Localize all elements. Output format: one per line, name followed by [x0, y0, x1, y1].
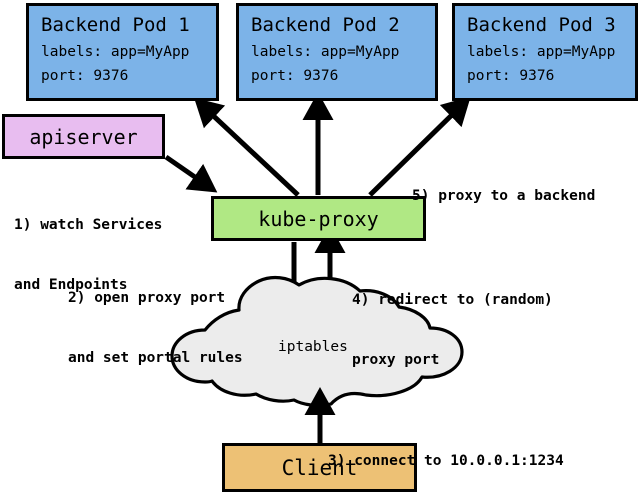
- backend-pod-3-port: port: 9376: [467, 68, 555, 84]
- kube-proxy-box: kube-proxy: [211, 196, 426, 241]
- backend-pod-3-title: Backend Pod 3: [467, 14, 616, 36]
- backend-pod-1-labels: labels: app=MyApp: [41, 44, 190, 60]
- step-1-line-1: 1) watch Services: [14, 217, 163, 233]
- step-4-line-2: proxy port: [352, 352, 440, 368]
- step-3-line-1: 3) connect to 10.0.0.1:1234: [328, 453, 564, 469]
- step-5-label: 5) proxy to a backend: [412, 146, 595, 246]
- backend-pod-3-labels: labels: app=MyApp: [467, 44, 616, 60]
- backend-pod-3-box: Backend Pod 3 labels: app=MyApp port: 93…: [452, 3, 638, 101]
- step-3-label: 3) connect to 10.0.0.1:1234: [328, 411, 564, 494]
- kube-proxy-label: kube-proxy: [258, 206, 379, 231]
- backend-pod-2-title: Backend Pod 2: [251, 14, 400, 36]
- apiserver-label: apiserver: [29, 124, 138, 149]
- client-box: Client: [222, 443, 417, 492]
- step-4-line-1: 4) redirect to (random): [352, 292, 553, 308]
- iptables-label: iptables: [278, 339, 348, 355]
- step-1-line-2: and Endpoints: [14, 277, 128, 293]
- step-5-line-1: 5) proxy to a backend: [412, 188, 596, 204]
- backend-pod-2-box: Backend Pod 2 labels: app=MyApp port: 93…: [236, 3, 438, 101]
- apiserver-box: apiserver: [2, 114, 165, 159]
- step-1-label: 1) watch Services and Endpoints: [14, 175, 162, 335]
- client-label: Client: [281, 455, 358, 480]
- step-2-line-1: 2) open proxy port: [68, 290, 226, 306]
- arrow-kubeproxy-to-pod1: [194, 97, 300, 197]
- backend-pod-1-box: Backend Pod 1 labels: app=MyApp port: 93…: [26, 3, 219, 101]
- backend-pod-1-port: port: 9376: [41, 68, 129, 84]
- step-2-line-2: and set portal rules: [68, 350, 243, 366]
- backend-pod-1-title: Backend Pod 1: [41, 14, 190, 36]
- backend-pod-2-labels: labels: app=MyApp: [251, 44, 400, 60]
- step-2-label: 2) open proxy port and set portal rules: [68, 248, 243, 408]
- step-4-label: 4) redirect to (random) proxy port: [352, 250, 553, 410]
- backend-pod-2-port: port: 9376: [251, 68, 339, 84]
- iptables-cloud: [170, 275, 464, 407]
- arrow-kubeproxy-to-pod3: [368, 96, 471, 197]
- arrow-apiserver-to-kubeproxy: [164, 154, 218, 193]
